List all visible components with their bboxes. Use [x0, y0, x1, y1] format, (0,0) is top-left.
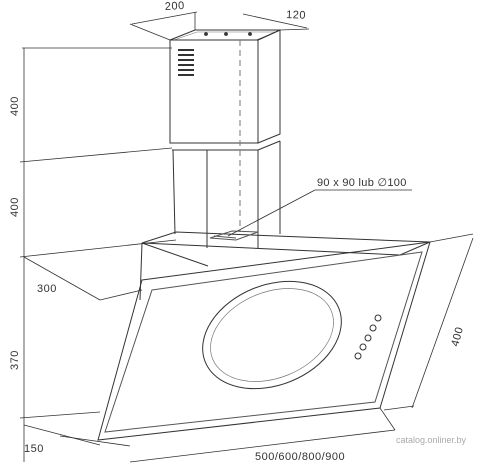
- dimension-lines: [19, 11, 474, 463]
- hood-depth-label: 300: [37, 283, 57, 295]
- chimney: [169, 29, 281, 248]
- control-buttons: [354, 314, 382, 360]
- lower-chimney-height-label: 400: [9, 197, 21, 217]
- vent-slots: [178, 49, 194, 76]
- panel-lighting-ring: [202, 280, 342, 390]
- outlet-note-label: 90 x 90 lub ∅100: [317, 177, 407, 189]
- hood-body: [139, 230, 431, 301]
- base-depth-label: 150: [24, 443, 44, 455]
- panel-side-label: 400: [449, 325, 466, 347]
- upper-chimney-height-label: 400: [9, 96, 21, 116]
- widths-label: 500/600/800/900: [255, 451, 345, 463]
- chimney-depth-label: 120: [286, 9, 306, 22]
- glass-panel: [97, 241, 431, 441]
- chimney-width-label: 200: [165, 0, 185, 13]
- panel-height-label: 370: [9, 350, 21, 370]
- watermark: catalog.onliner.by: [396, 435, 467, 445]
